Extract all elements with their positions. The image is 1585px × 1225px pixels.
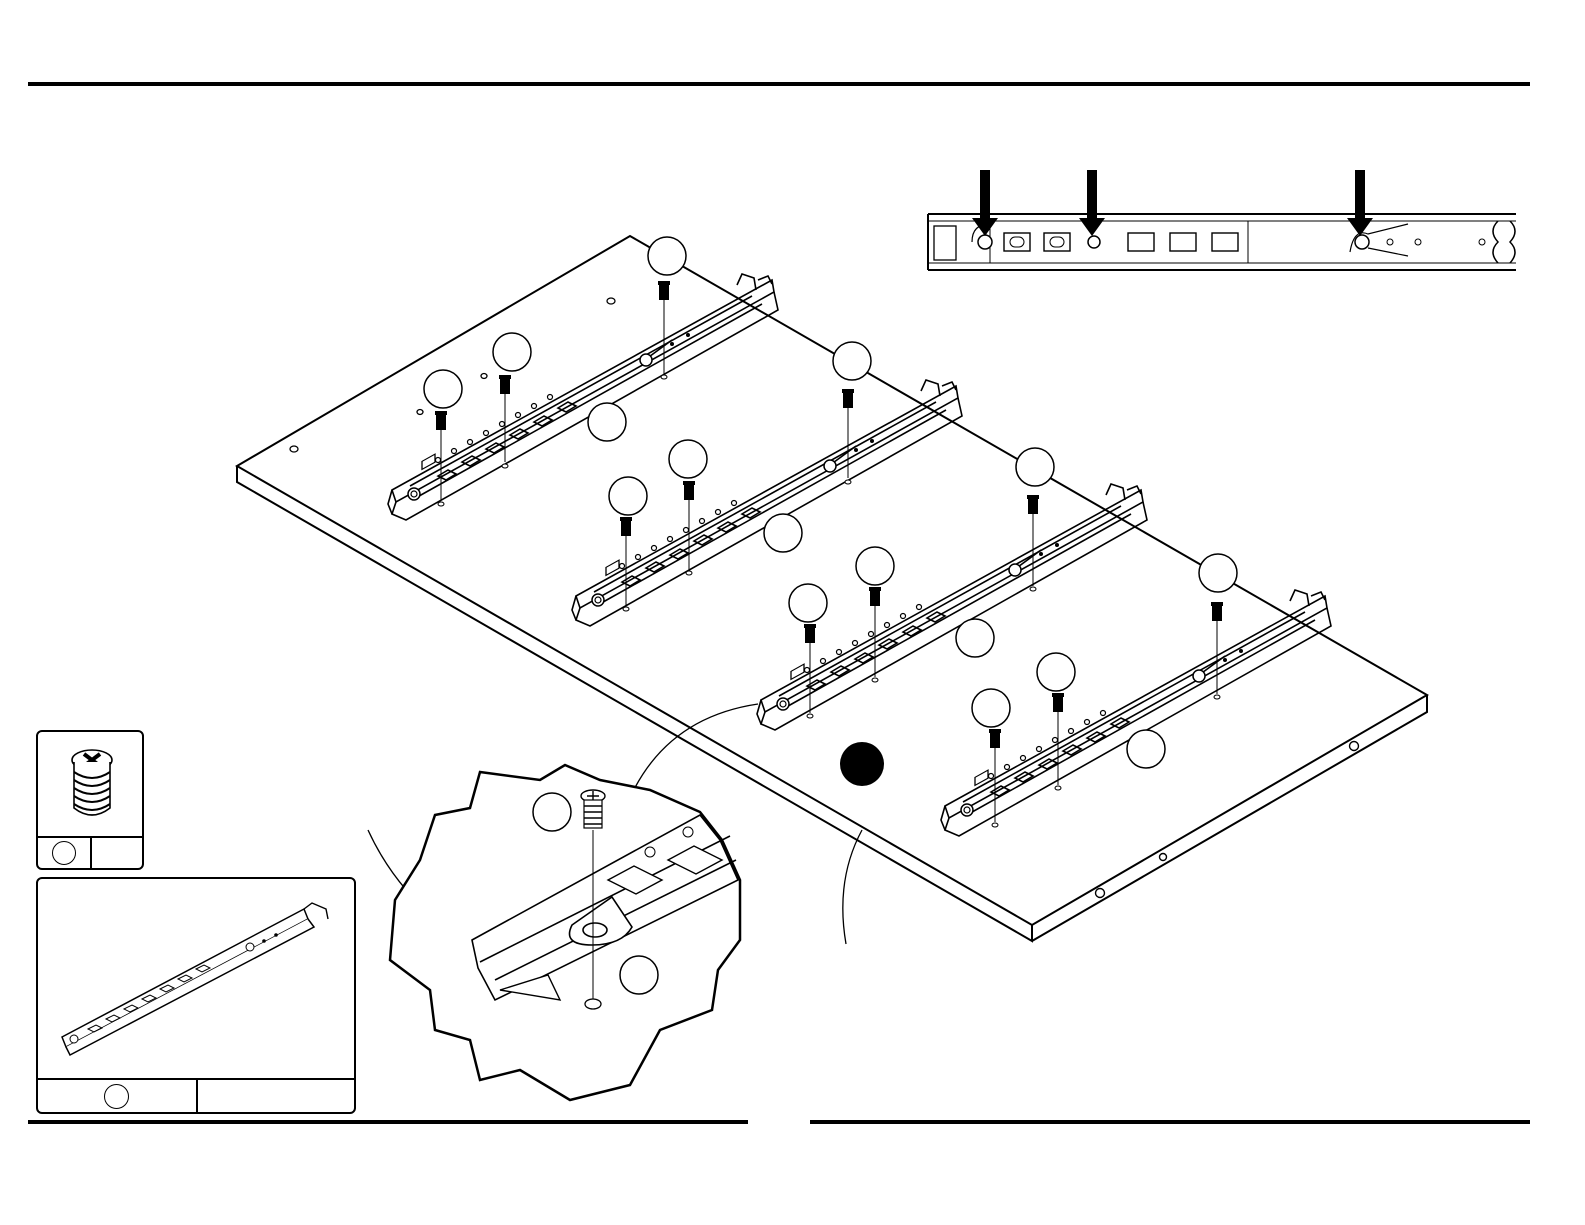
euro-screw-icon: [38, 732, 142, 832]
board-panel: [237, 236, 1427, 941]
drawer-slide-part-callout: [104, 1084, 129, 1109]
step-marker: [840, 742, 884, 786]
drawer-slide-part-box: [36, 877, 356, 1114]
screw-part-callout: [52, 841, 76, 865]
magnified-screw: [581, 790, 605, 828]
drawer-slide-icon: [38, 879, 354, 1079]
screw-position-detail: [928, 170, 1516, 270]
magnified-screw-detail: [390, 765, 740, 1100]
screw-part-box: [36, 730, 144, 870]
